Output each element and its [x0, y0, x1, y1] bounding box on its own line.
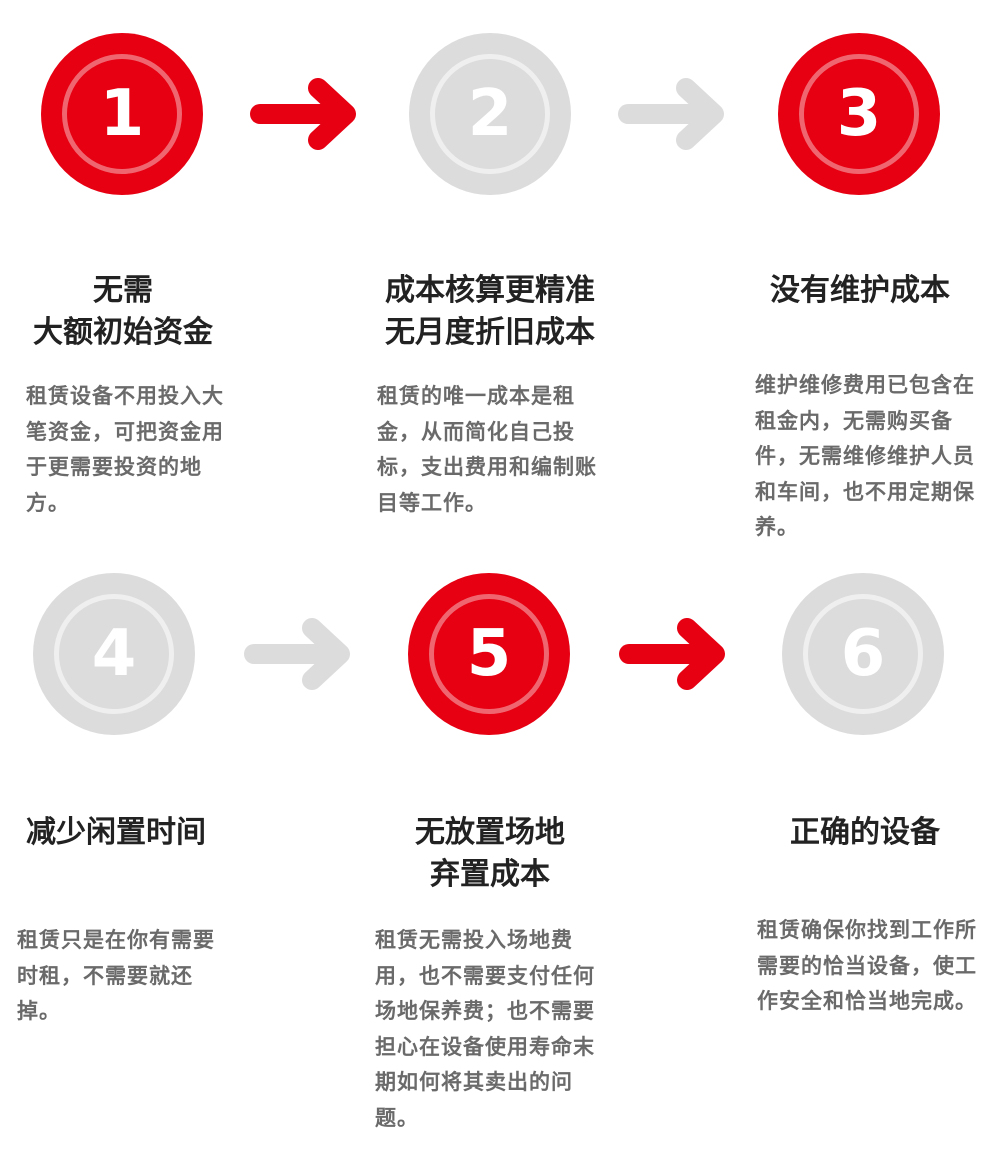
step-2-ring	[430, 54, 550, 174]
arrow-right-icon	[618, 74, 730, 154]
step-1-circle: 1	[41, 33, 203, 195]
step-1-description: 租赁设备不用投入大笔资金，可把资金用于更需要投资的地方。	[26, 384, 224, 515]
step-4-circle: 4	[33, 573, 195, 735]
step-1-title: 无需 大额初始资金	[10, 270, 236, 354]
arrow-right-icon	[250, 74, 362, 154]
step-1-ring	[62, 54, 182, 174]
step-4-description: 租赁只是在你有需要时租，不需要就还掉。	[17, 928, 215, 1023]
step-5-description: 租赁无需投入场地费用，也不需要支付任何场地保养费；也不需要担心在设备使用寿命末期…	[375, 928, 595, 1130]
step-3-title: 没有维护成本	[745, 270, 975, 312]
step-1-title-line-2: 大额初始资金	[33, 315, 213, 350]
step-5-number: 5	[466, 617, 512, 691]
step-3-title-line-1: 没有维护成本	[770, 273, 950, 308]
step-3-circle: 3	[778, 33, 940, 195]
step-2-title-line-1: 成本核算更精准	[385, 273, 595, 308]
step-2-circle: 2	[409, 33, 571, 195]
step-6-ring	[803, 594, 923, 714]
step-6-number: 6	[840, 617, 886, 691]
step-4-number: 4	[91, 617, 137, 691]
step-2-number: 2	[467, 77, 513, 151]
step-4-ring	[54, 594, 174, 714]
step-3-description: 维护维修费用已包含在租金内，无需购买备件，无需维修维护人员和车间，也不用定期保养…	[755, 373, 975, 539]
step-4-title: 减少闲置时间	[10, 812, 222, 854]
arrow-right-icon	[244, 614, 356, 694]
step-2-title: 成本核算更精准 无月度折旧成本	[365, 270, 615, 354]
step-1-number: 1	[99, 77, 145, 151]
step-5-ring	[429, 594, 549, 714]
step-6-title-line-1: 正确的设备	[790, 815, 940, 850]
step-3-number: 3	[836, 77, 882, 151]
step-2-description: 租赁的唯一成本是租金，从而简化自己投标，支出费用和编制账目等工作。	[377, 384, 597, 515]
step-6-description: 租赁确保你找到工作所需要的恰当设备，使工作安全和恰当地完成。	[757, 918, 977, 1013]
step-3-ring	[799, 54, 919, 174]
step-6-circle: 6	[782, 573, 944, 735]
arrow-right-icon	[619, 614, 731, 694]
step-2-title-line-2: 无月度折旧成本	[385, 315, 595, 350]
step-4-title-line-1: 减少闲置时间	[26, 815, 206, 850]
step-6-title: 正确的设备	[750, 812, 980, 854]
step-1-title-line-1: 无需	[93, 273, 153, 308]
step-5-circle: 5	[408, 573, 570, 735]
step-5-title-line-2: 弃置成本	[430, 857, 550, 892]
step-5-title: 无放置场地 弃置成本	[375, 812, 605, 896]
step-5-title-line-1: 无放置场地	[415, 815, 565, 850]
